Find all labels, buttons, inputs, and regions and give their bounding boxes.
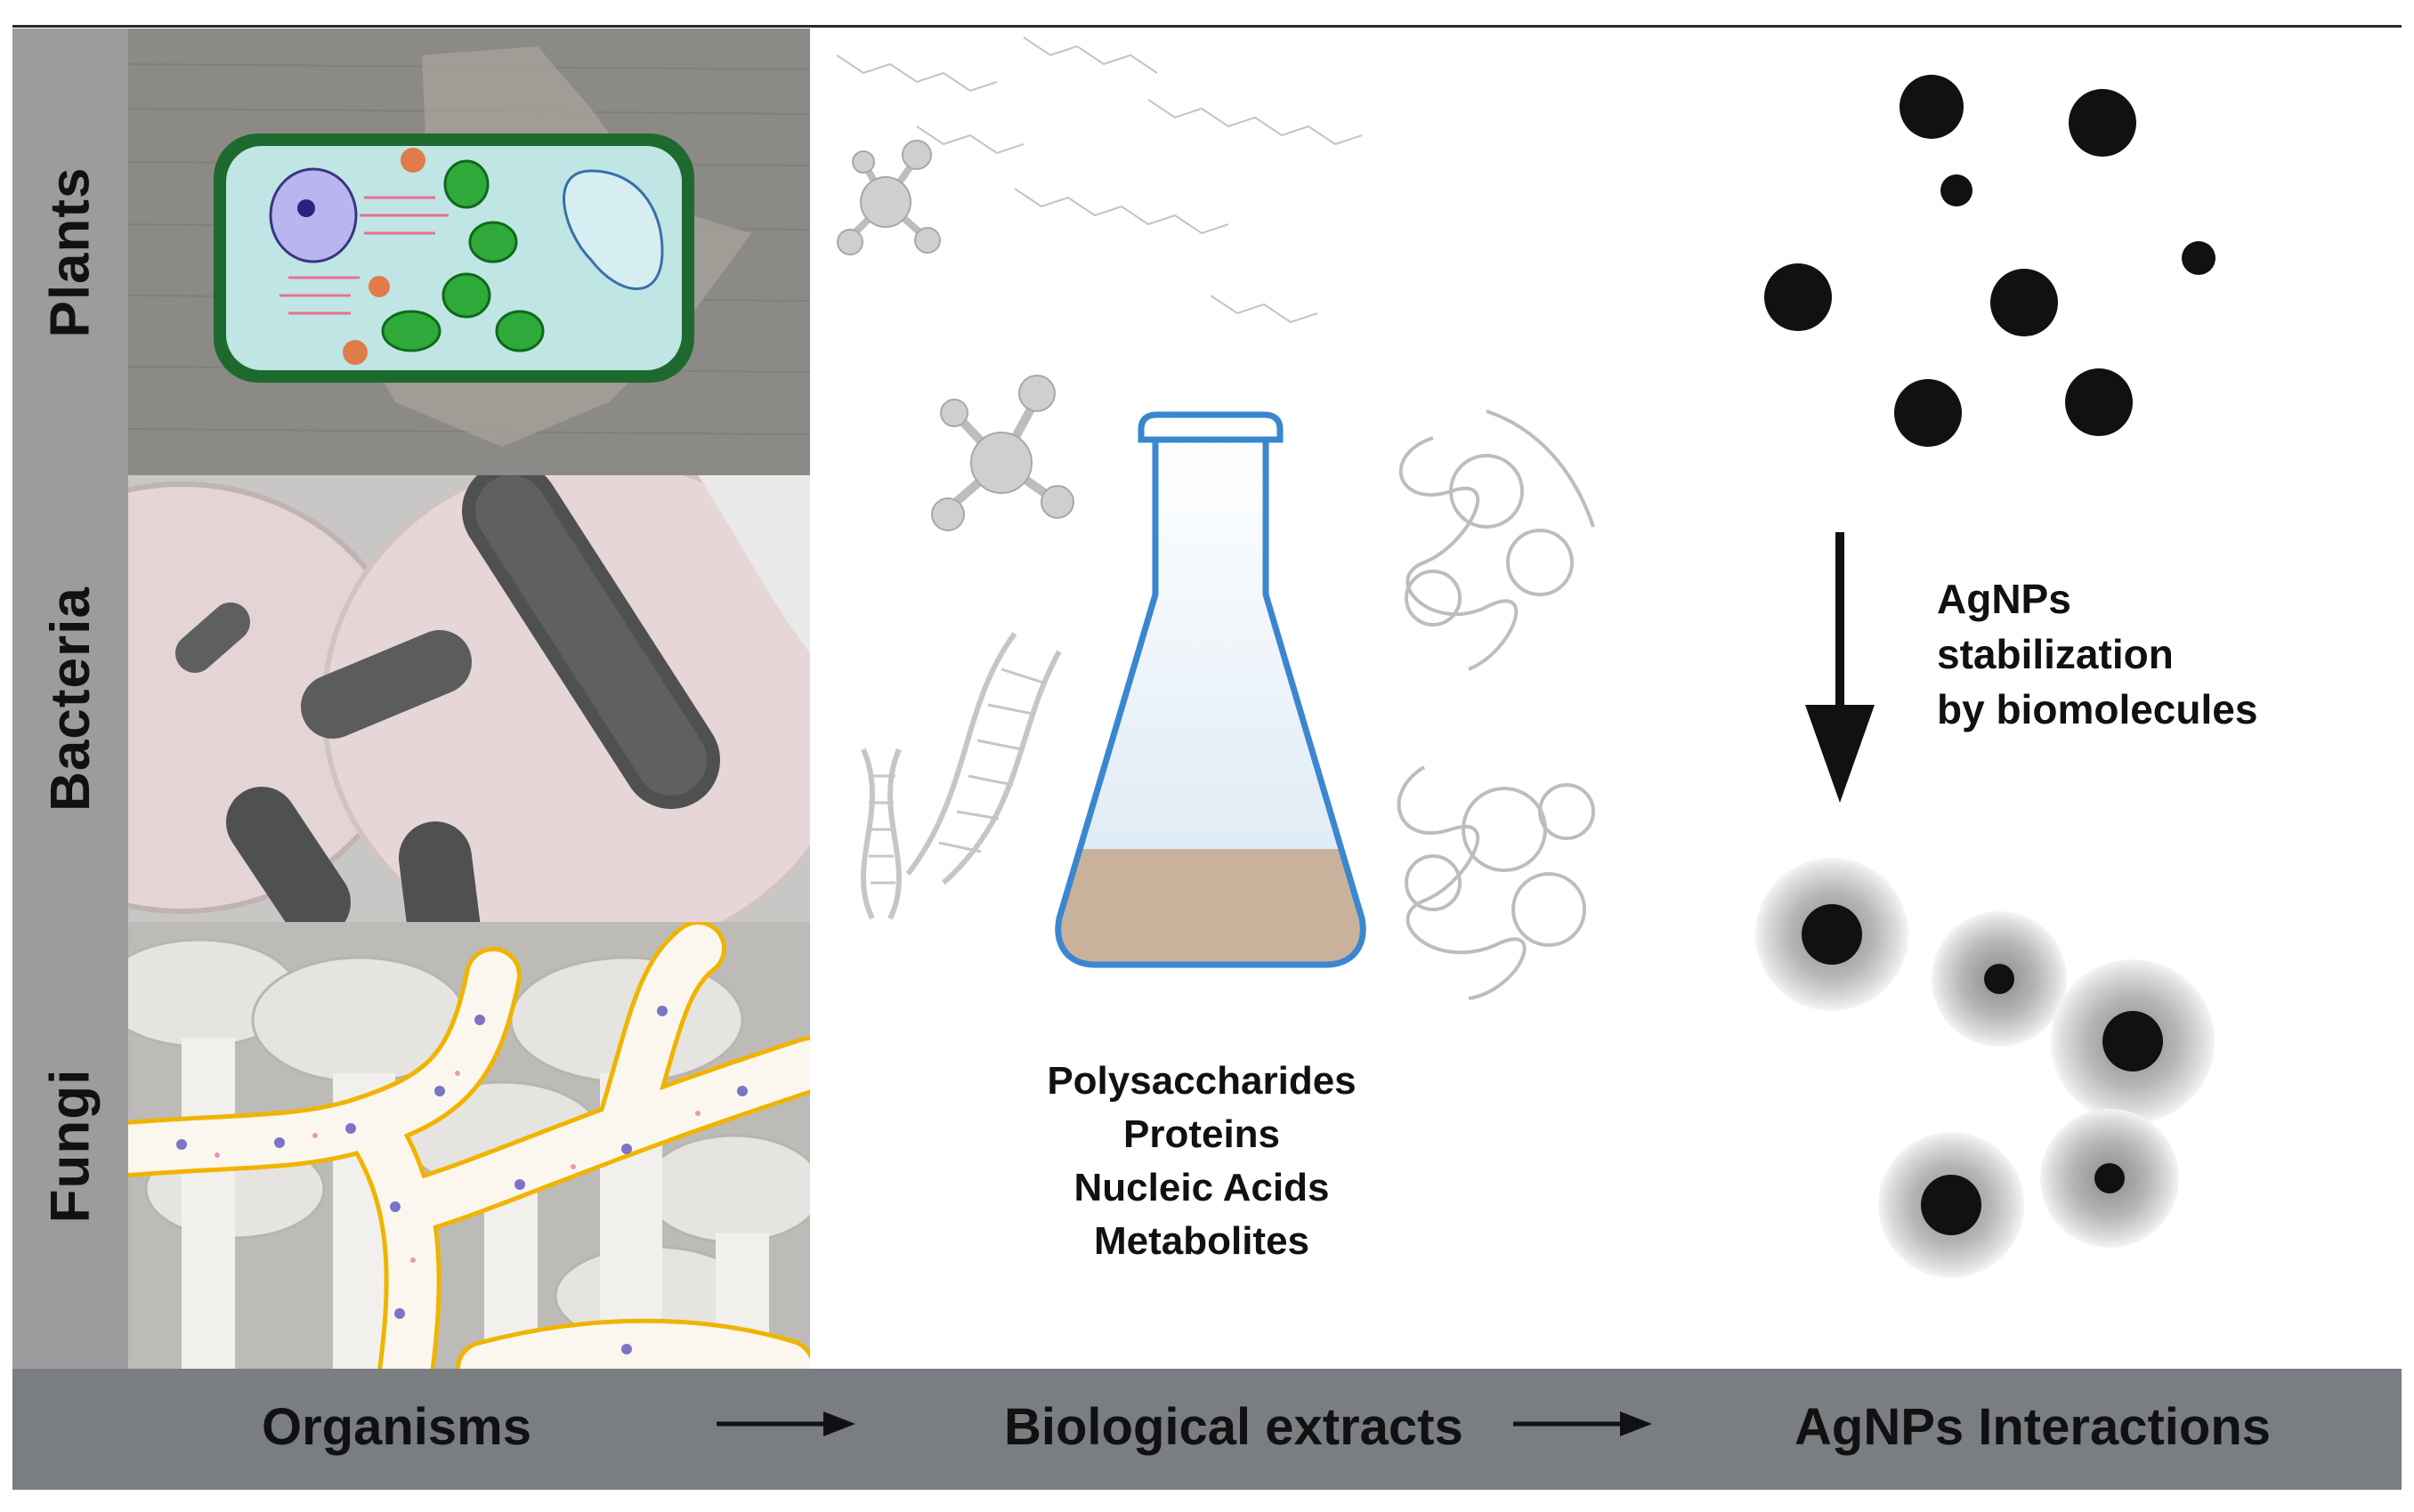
stabilization-line-2: stabilization — [1937, 631, 2174, 677]
stabilization-line-1: AgNPs — [1937, 576, 2071, 622]
organism-label-bacteria: Bacteria — [39, 586, 101, 812]
stabilization-line-3: by biomolecules — [1937, 686, 2258, 732]
stage-biological-extracts: Biological extracts — [1004, 1398, 1463, 1456]
extracts-illustration — [836, 36, 1595, 1000]
process-bar — [12, 1369, 2402, 1490]
nanoparticle-icon — [1764, 75, 2216, 447]
molecule-icon — [837, 140, 941, 255]
right-arrow-icon — [1513, 1411, 1652, 1436]
top-rule — [12, 25, 2402, 28]
plant-cell-icon — [128, 28, 810, 475]
stage-agnps-interactions: AgNPs Interactions — [1794, 1398, 2271, 1456]
fungi-hyphae-icon — [128, 922, 810, 1369]
protein-icon — [1397, 409, 1595, 1000]
agnps-illustration — [1755, 75, 2216, 1278]
molecule-icon — [931, 375, 1074, 531]
plants-panel — [128, 28, 810, 475]
stabilized-nanoparticle-icon — [1755, 858, 2215, 1278]
organism-sidebar — [12, 28, 128, 1369]
dna-icon — [861, 632, 1062, 920]
stabilization-caption: AgNPs stabilization by biomolecules — [1937, 571, 2257, 737]
down-arrow-icon — [1805, 532, 1875, 803]
polysaccharide-chain-icon — [836, 36, 1363, 324]
flask-icon — [1055, 411, 1366, 968]
bacteria-panel — [128, 475, 810, 922]
compound-polysaccharides: Polysaccharides — [1047, 1059, 1357, 1103]
compound-metabolites: Metabolites — [1093, 1219, 1310, 1263]
extract-compounds-list: Polysaccharides Proteins Nucleic Acids M… — [1006, 1055, 1397, 1268]
organism-label-fungi: Fungi — [39, 1068, 101, 1223]
organism-label-plants: Plants — [39, 166, 101, 338]
fungi-panel — [128, 922, 810, 1369]
bacteria-icon — [128, 475, 810, 922]
stage-organisms: Organisms — [262, 1398, 531, 1456]
compound-nucleic-acids: Nucleic Acids — [1073, 1166, 1330, 1209]
right-arrow-icon — [717, 1411, 855, 1436]
compound-proteins: Proteins — [1122, 1112, 1281, 1156]
